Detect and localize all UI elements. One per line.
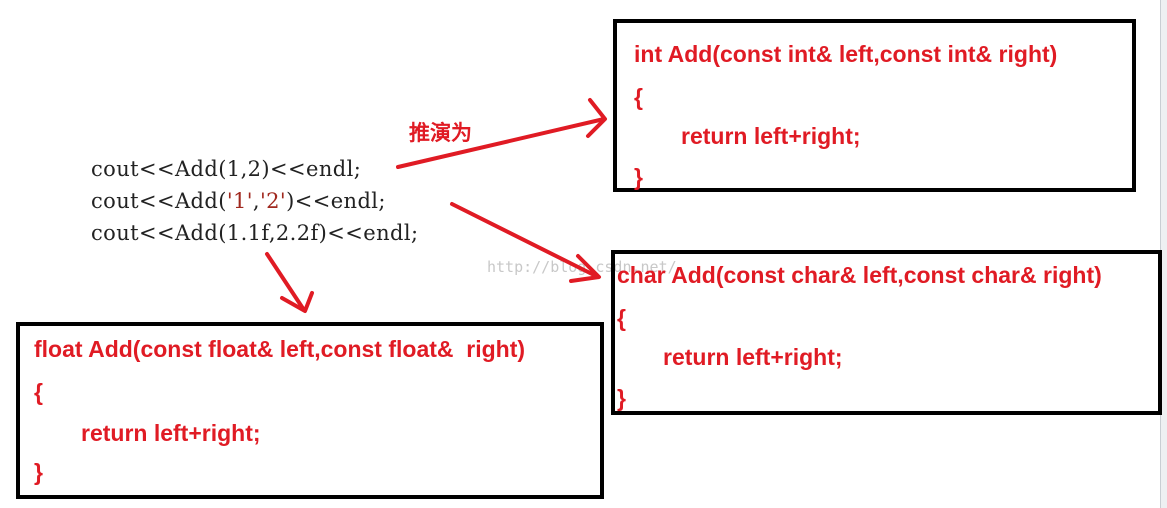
arrow-to-float-box-head [280, 291, 314, 313]
char-function-box: char Add(const char& left,const char& ri… [611, 250, 1162, 415]
int-function-box: int Add(const int& left,const int& right… [613, 19, 1136, 192]
function-body: return left+right; [663, 344, 843, 370]
function-body: return left+right; [681, 123, 861, 149]
float-function-box: float Add(const float& left,const float&… [16, 322, 604, 499]
arrow-to-char-box [450, 202, 600, 279]
code-text: cout<<Add( [91, 189, 227, 213]
char-literal: '2' [260, 189, 287, 213]
function-signature: char Add(const char& left,const char& ri… [617, 262, 1102, 288]
close-brace: } [34, 459, 43, 485]
deduce-label: 推演为 [409, 121, 472, 145]
code-line-char-call: cout<<Add('1','2')<<endl; [91, 191, 386, 212]
code-text: cout<<Add(1.1f,2.2f)<<endl; [91, 221, 419, 245]
arrow-to-int-box [396, 117, 606, 169]
function-signature: float Add(const float& left,const float&… [34, 336, 526, 362]
arrow-to-char-box-head [569, 254, 601, 283]
open-brace: { [634, 84, 643, 110]
code-text: , [252, 189, 260, 213]
close-brace: } [617, 385, 626, 411]
open-brace: { [34, 379, 43, 405]
code-text: cout<<Add(1,2)<<endl; [91, 157, 362, 181]
char-literal: '1' [226, 189, 253, 213]
open-brace: { [617, 305, 626, 331]
arrow-to-float-box [265, 252, 306, 312]
arrow-to-int-box-head [586, 98, 607, 138]
code-text: )<<endl; [286, 189, 386, 213]
function-body: return left+right; [81, 420, 261, 446]
code-line-float-call: cout<<Add(1.1f,2.2f)<<endl; [91, 223, 418, 244]
close-brace: } [634, 164, 643, 190]
code-line-int-call: cout<<Add(1,2)<<endl; [91, 159, 361, 180]
function-signature: int Add(const int& left,const int& right… [634, 41, 1058, 67]
